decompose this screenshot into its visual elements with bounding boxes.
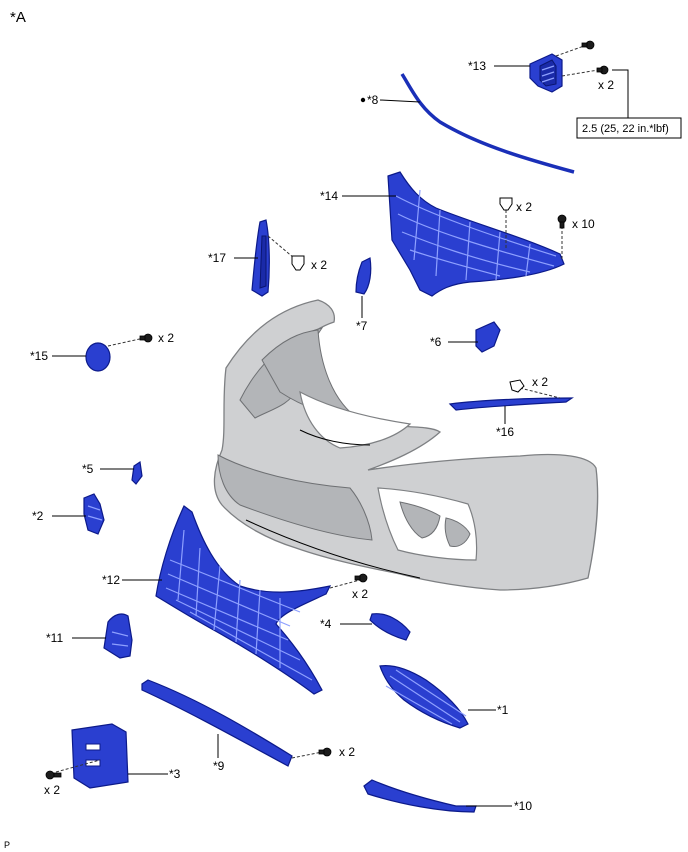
part-14-label: *14 xyxy=(320,189,338,203)
part-15-screw-icon xyxy=(139,333,153,343)
part-9-label: *9 xyxy=(213,759,225,773)
part-15-cover xyxy=(85,342,111,372)
torque-leader xyxy=(612,69,629,118)
part-13-bolt-path-2 xyxy=(561,69,599,77)
part-13-label: *13 xyxy=(468,59,486,73)
part-12-qty: x 2 xyxy=(352,587,368,601)
part-3-qty: x 2 xyxy=(44,783,60,797)
part-2-piece xyxy=(83,493,105,535)
part-14-screw-icon xyxy=(557,214,567,229)
diagram-header-label: *A xyxy=(10,9,26,26)
part-16-clip-icon xyxy=(509,379,525,393)
part-6-label: *6 xyxy=(430,335,442,349)
part-12-screw-path xyxy=(329,579,361,589)
part-17-clip-icon xyxy=(291,255,305,271)
torque-spec-box xyxy=(576,117,682,139)
part-9-qty: x 2 xyxy=(339,745,355,759)
part-4-cover xyxy=(369,613,411,641)
part-17-side-cover xyxy=(251,219,270,297)
part-3-bracket xyxy=(71,723,129,789)
part-10-molding xyxy=(363,779,477,813)
part-17-clip-path xyxy=(267,235,295,259)
part-7-label: *7 xyxy=(356,319,368,333)
part-14-clip-icon xyxy=(499,197,513,211)
part-9-screw-icon xyxy=(318,747,332,757)
part-7-bracket xyxy=(355,257,372,295)
part-6-bracket xyxy=(475,321,501,353)
part-16-qty: x 2 xyxy=(532,375,548,389)
part-11-label: *11 xyxy=(46,631,63,645)
part-8-label: *8 xyxy=(367,93,379,107)
part-12-label: *12 xyxy=(102,573,120,587)
part-16-molding xyxy=(448,397,574,411)
part-14-upper-grille xyxy=(387,171,565,297)
part-15-screw-path xyxy=(107,337,145,347)
part-16-label: *16 xyxy=(496,425,514,439)
part-9-screw-path xyxy=(291,751,323,759)
part-13-bracket xyxy=(529,53,563,93)
part-15-label: *15 xyxy=(30,349,48,363)
part-9-molding xyxy=(141,679,293,767)
part-12-screw-icon xyxy=(354,573,368,583)
torque-spec-text: 2.5 (25, 22 in.*lbf) xyxy=(582,123,669,135)
part-11-piece xyxy=(103,613,133,659)
part-5-piece xyxy=(131,460,143,485)
part-8-leader xyxy=(379,99,421,103)
part-8-seal-strip xyxy=(400,73,575,174)
part-3-screw-icon xyxy=(45,770,62,780)
part-13-bolt-path xyxy=(555,45,585,57)
front-bumper-cover xyxy=(213,299,599,591)
part-3-screw-path xyxy=(55,759,101,773)
part-10-label: *10 xyxy=(514,799,532,813)
part-2-label: *2 xyxy=(32,509,44,523)
part-13-bolt-icon xyxy=(581,40,595,50)
part-13-bolt-icon-2 xyxy=(596,65,609,75)
part-8-bullet-icon xyxy=(360,97,366,103)
part-17-label: *17 xyxy=(208,251,226,265)
part-15-qty: x 2 xyxy=(158,331,174,345)
part-14-screw-qty: x 10 xyxy=(572,217,595,231)
part-3-label: *3 xyxy=(169,767,181,781)
part-1-label: *1 xyxy=(497,703,509,717)
part-4-label: *4 xyxy=(320,617,332,631)
part-12-lower-grille xyxy=(155,505,332,695)
part-17-qty: x 2 xyxy=(311,258,327,272)
part-16-clip-path xyxy=(519,387,561,399)
part-14-clip-qty: x 2 xyxy=(516,200,532,214)
part-5-label: *5 xyxy=(82,462,94,476)
part-13-qty: x 2 xyxy=(598,78,614,92)
part-1-fog-cover xyxy=(379,665,469,729)
diagram-footer-label: P xyxy=(4,840,10,850)
